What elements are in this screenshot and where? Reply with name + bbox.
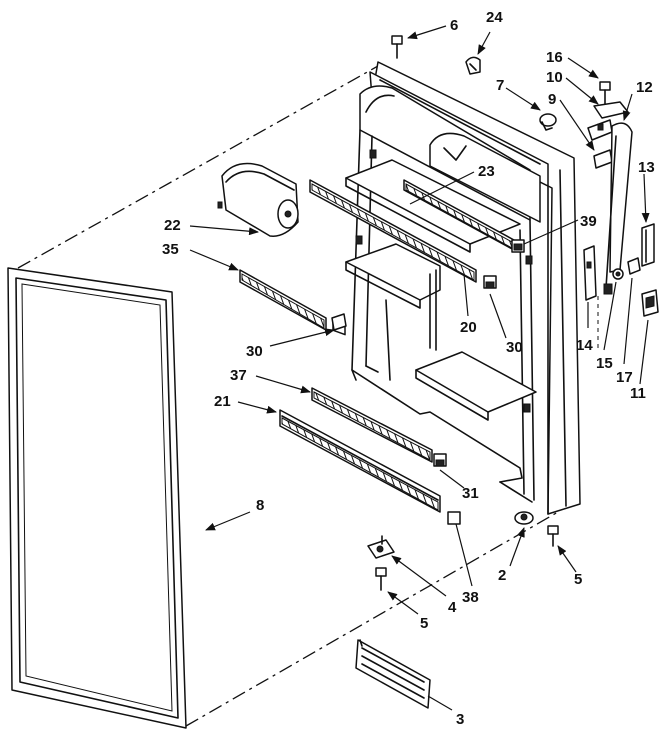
label-37: 37 xyxy=(230,367,247,384)
label-12: 12 xyxy=(636,79,653,96)
label-35: 35 xyxy=(162,241,179,258)
label-16: 16 xyxy=(546,49,563,66)
label-3: 3 xyxy=(456,711,464,728)
label-9: 9 xyxy=(548,91,556,108)
rail-21 xyxy=(279,409,441,513)
label-8: 8 xyxy=(256,497,264,514)
clips xyxy=(331,239,525,525)
label-10: 10 xyxy=(546,69,563,86)
label-13: 13 xyxy=(638,159,655,176)
hinge-parts xyxy=(391,35,659,317)
bin-cover-22 xyxy=(217,162,299,237)
door-liner xyxy=(345,61,581,515)
label-31: 31 xyxy=(462,485,479,502)
label-2: 2 xyxy=(498,567,506,584)
label-5a: 5 xyxy=(420,615,428,632)
rail-20 xyxy=(309,179,477,283)
rail-35 xyxy=(239,269,327,331)
label-23: 23 xyxy=(478,163,495,180)
part-labels: 6 24 7 16 10 9 12 13 23 39 22 35 20 30 3… xyxy=(162,9,655,728)
label-20: 20 xyxy=(460,319,477,336)
bottom-hardware xyxy=(355,511,559,709)
label-30b: 30 xyxy=(506,339,523,356)
label-4: 4 xyxy=(448,599,457,616)
rail-37 xyxy=(311,387,433,463)
label-21: 21 xyxy=(214,393,231,410)
label-15: 15 xyxy=(596,355,613,372)
rail-23 xyxy=(403,179,515,251)
label-39: 39 xyxy=(580,213,597,230)
label-14: 14 xyxy=(576,337,593,354)
label-24: 24 xyxy=(486,9,503,26)
label-17: 17 xyxy=(616,369,633,386)
label-7: 7 xyxy=(496,77,504,94)
door-gasket xyxy=(7,267,187,729)
label-5b: 5 xyxy=(574,571,582,588)
label-6: 6 xyxy=(450,17,458,34)
alignment-lines xyxy=(17,65,599,727)
label-22: 22 xyxy=(164,217,181,234)
label-11: 11 xyxy=(630,385,646,402)
label-38: 38 xyxy=(462,589,479,606)
leader-lines xyxy=(189,25,650,711)
label-30a: 30 xyxy=(246,343,263,360)
